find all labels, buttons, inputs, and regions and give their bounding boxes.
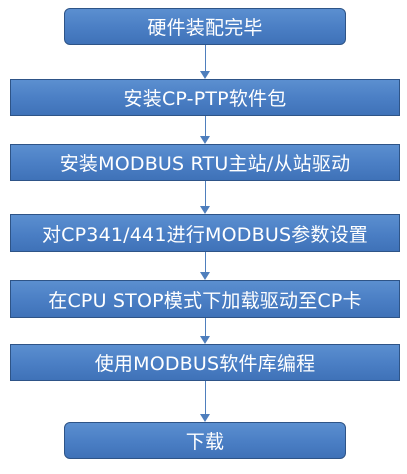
arrow-5 xyxy=(199,318,211,344)
arrow-4 xyxy=(199,252,211,280)
step-install-cp-ptp: 安装CP-PTP软件包 xyxy=(10,79,400,116)
step-hardware-assembled: 硬件装配完毕 xyxy=(64,8,346,45)
arrow-6 xyxy=(199,381,211,422)
step-install-modbus-driver: 安装MODBUS RTU主站/从站驱动 xyxy=(10,144,400,181)
arrow-2 xyxy=(199,116,211,144)
step-program-with-modbus-library: 使用MODBUS软件库编程 xyxy=(10,344,400,381)
arrow-1 xyxy=(199,45,211,79)
step-download: 下载 xyxy=(64,422,346,459)
step-configure-modbus-params: 对CP341/441进行MODBUS参数设置 xyxy=(10,214,400,252)
arrow-3 xyxy=(199,181,211,214)
step-load-driver-to-cp: 在CPU STOP模式下加载驱动至CP卡 xyxy=(10,280,400,318)
